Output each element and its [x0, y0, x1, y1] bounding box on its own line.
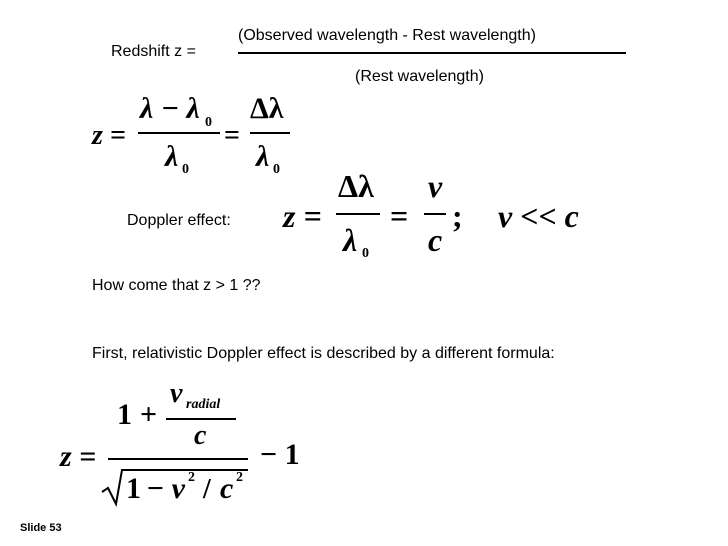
- rel-sup2b: 2: [236, 470, 243, 485]
- rel-v: v: [170, 378, 183, 409]
- eq1-equals: =: [224, 120, 240, 151]
- square-root-icon: [101, 469, 248, 508]
- rel-minus-v: − v: [146, 472, 185, 505]
- doppler-label: Doppler effect:: [127, 212, 231, 229]
- slide-number: Slide 53: [20, 522, 62, 534]
- eq1-denominator-sub: 0: [182, 162, 189, 177]
- doppler-numerator-2: v: [428, 168, 443, 204]
- question-text: How come that z > 1 ??: [92, 277, 261, 294]
- eq1-denominator-2-sub: 0: [273, 162, 280, 177]
- doppler-equals: =: [390, 198, 409, 234]
- rel-minus-one: − 1: [260, 438, 300, 471]
- rel-lhs: z =: [60, 440, 97, 473]
- rel-one: 1: [117, 398, 132, 431]
- rel-v-sub: radial: [186, 397, 221, 412]
- doppler-condition: v << c: [498, 198, 579, 234]
- doppler-denominator-2: c: [428, 222, 443, 258]
- doppler-fraction-bar-1: [336, 213, 380, 215]
- rel-den-one: 1: [126, 472, 141, 505]
- doppler-numerator-1: Δλ: [338, 168, 374, 204]
- rel-den-c: c: [220, 472, 234, 505]
- rel-c: c: [194, 420, 207, 451]
- statement-text: First, relativistic Doppler effect is de…: [92, 345, 555, 362]
- eq1-fraction-bar-2: [250, 132, 290, 134]
- eq1-numerator-2: Δλ: [250, 92, 284, 125]
- redshift-label: Redshift z =: [111, 43, 196, 60]
- rel-plus: +: [140, 398, 158, 431]
- rel-inner-fraction-bar: [166, 418, 236, 420]
- redshift-fraction-bar: [238, 52, 626, 54]
- eq1-fraction-bar-1: [138, 132, 220, 134]
- redshift-denominator: (Rest wavelength): [355, 68, 484, 85]
- rel-slash: /: [203, 474, 211, 505]
- eq1-numerator: λ − λ: [140, 92, 200, 125]
- rel-main-fraction-bar: [108, 458, 248, 460]
- eq1-denominator-2: λ: [256, 140, 270, 173]
- rel-sup2a: 2: [188, 470, 195, 485]
- doppler-denominator-1-sub: 0: [362, 246, 369, 261]
- doppler-fraction-bar-2: [424, 213, 446, 215]
- eq1-lhs: z =: [92, 120, 126, 151]
- doppler-denominator-1: λ: [343, 222, 358, 258]
- eq1-denominator: λ: [165, 140, 179, 173]
- redshift-numerator: (Observed wavelength - Rest wavelength): [238, 27, 536, 44]
- doppler-semicolon: ;: [452, 198, 463, 234]
- eq1-numerator-sub: 0: [205, 115, 212, 130]
- doppler-lhs: z =: [283, 198, 322, 234]
